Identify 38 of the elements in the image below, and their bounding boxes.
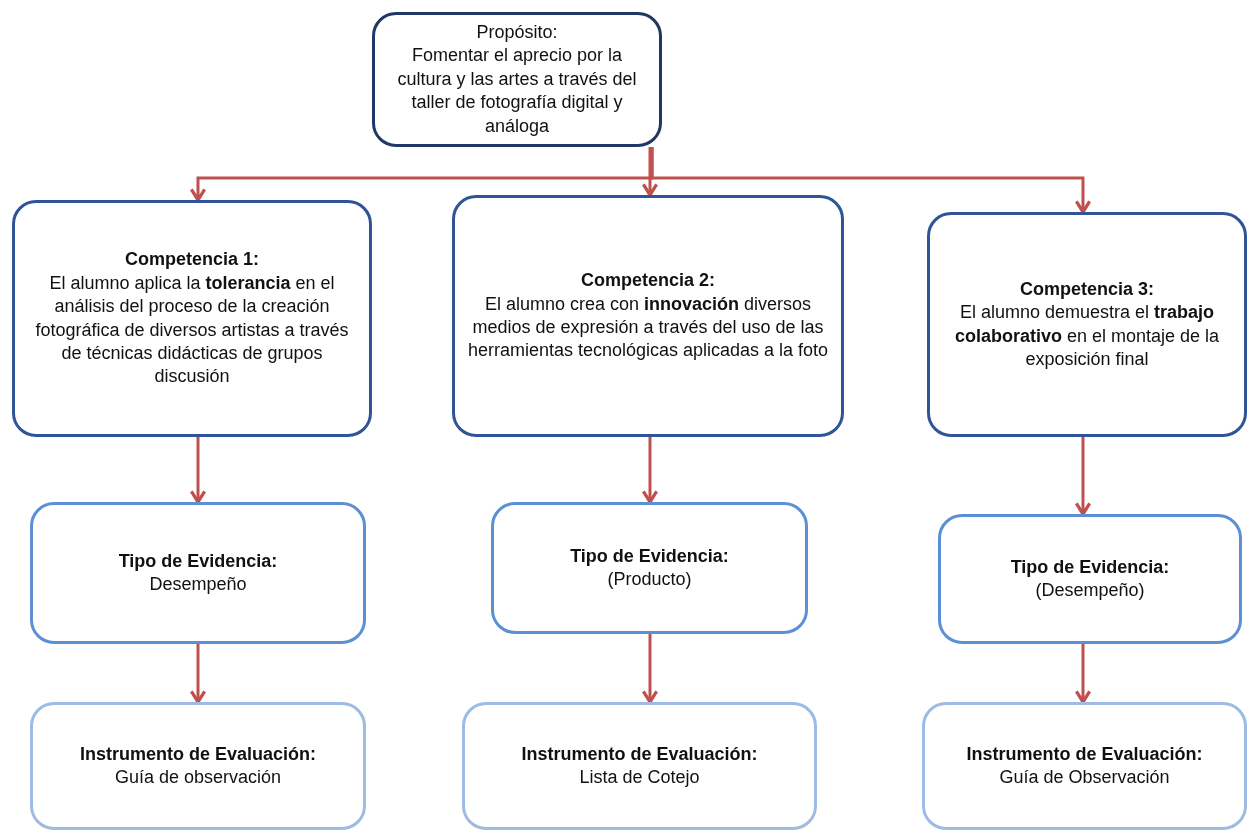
rounded-box xyxy=(938,514,1242,644)
arrow xyxy=(189,437,207,504)
heading-text: Competencia 3: xyxy=(1019,277,1154,301)
heading-text: Tipo de Evidencia: xyxy=(570,544,729,568)
heading-text: Tipo de Evidencia: xyxy=(118,549,278,573)
arrow xyxy=(650,147,1092,214)
rounded-box xyxy=(922,702,1247,830)
body-text: (Producto) xyxy=(607,568,692,591)
arrow xyxy=(641,437,659,504)
heading-text: Instrumento de Evaluación: xyxy=(521,742,758,766)
body-text: Lista de Cotejo xyxy=(579,766,700,789)
heading-text: Competencia 1: xyxy=(124,248,259,272)
arrow xyxy=(1074,437,1092,516)
rounded-box xyxy=(452,195,844,437)
heading-text: Propósito: xyxy=(476,21,558,44)
rounded-box xyxy=(927,212,1247,437)
body-text: Desempeño xyxy=(149,573,247,596)
heading-text: Competencia 2: xyxy=(580,269,715,293)
arrow xyxy=(641,634,659,704)
body-text: Fomentar el aprecio por la cultura y las artes a través del taller de fotografía digital y análoga xyxy=(396,44,638,138)
heading-text: Tipo de Evidencia: xyxy=(1010,555,1170,579)
body-text: El alumno aplica la tolerancia en el análisis del proceso de la creación fotográfica de diversos artistas a través de técnicas didácticas de grupos discusión xyxy=(34,271,350,389)
arrow xyxy=(1074,644,1092,704)
heading-text: Instrumento de Evaluación: xyxy=(966,742,1203,766)
body-text: El alumno crea con innovación diversos medios de expresión a través del uso de las herramientas tecnológicas aplicadas a la foto xyxy=(467,292,829,363)
rounded-box xyxy=(462,702,817,830)
body-text: Guía de observación xyxy=(114,766,282,789)
arrow xyxy=(189,644,207,704)
body-text: (Desempeño) xyxy=(1035,579,1145,602)
rounded-box xyxy=(491,502,808,634)
rounded-box xyxy=(372,12,662,147)
arrow xyxy=(641,147,659,197)
rounded-box xyxy=(12,200,372,437)
body-text: Guía de Observación xyxy=(999,766,1170,789)
body-text: El alumno demuestra el trabajo colaborativo en el montaje de la exposición final xyxy=(953,301,1221,371)
rounded-box xyxy=(30,502,366,644)
heading-text: Instrumento de Evaluación: xyxy=(79,742,316,766)
rounded-box xyxy=(30,702,366,830)
